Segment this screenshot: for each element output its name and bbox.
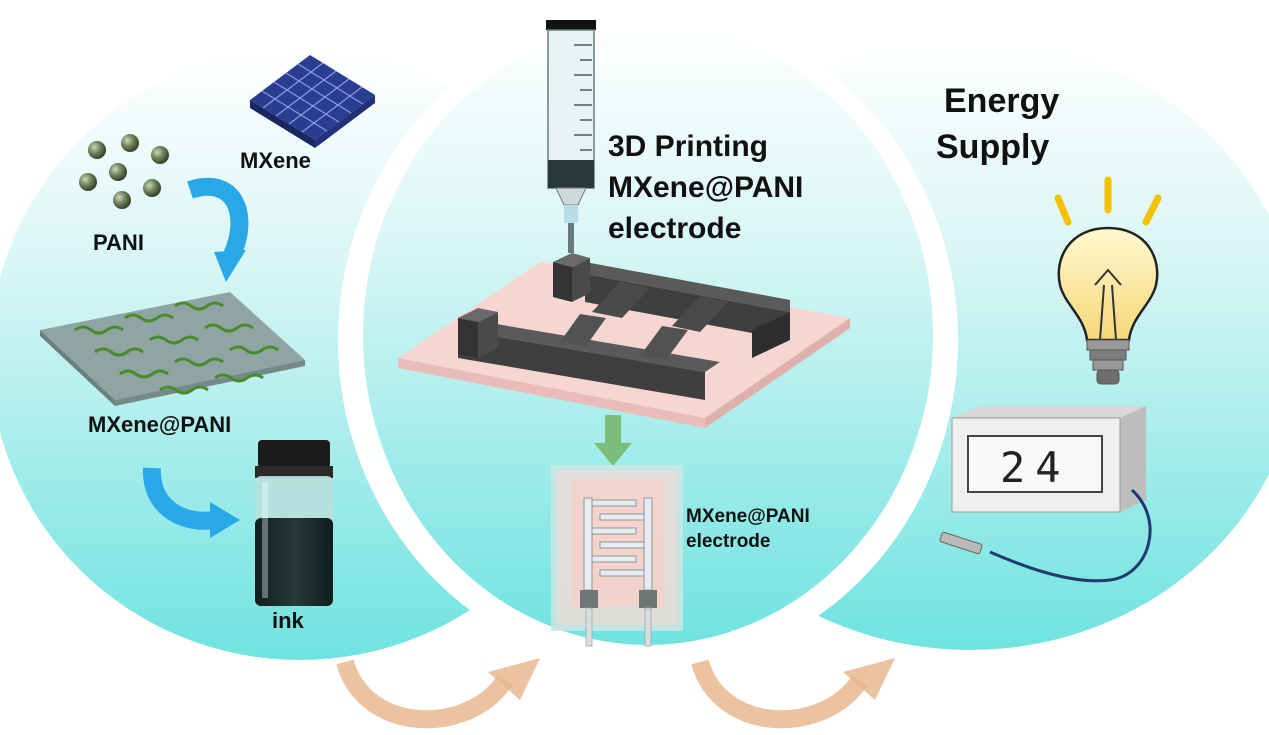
composite-sheet-icon xyxy=(40,292,305,406)
printing-panel: 3D Printing MXene@PANI electrode xyxy=(398,20,850,647)
light-bulb-icon xyxy=(1054,176,1162,385)
process-arrows xyxy=(336,658,895,729)
syringe-icon xyxy=(546,20,596,253)
mxene-label: MXene xyxy=(240,148,311,173)
pani-particle-icon xyxy=(79,134,169,209)
pani-label: PANI xyxy=(93,230,144,255)
printing-title-line2: MXene@PANI xyxy=(608,171,803,204)
finished-electrode-icon xyxy=(551,465,683,647)
display-value: 24 xyxy=(1000,443,1071,492)
synthesis-panel: MXene PANI xyxy=(40,55,375,633)
printing-title-line3: electrode xyxy=(608,212,741,245)
composite-label: MXene@PANI xyxy=(88,412,231,437)
printed-electrode xyxy=(458,253,790,400)
ink-label: ink xyxy=(272,608,305,633)
ink-arrow-icon xyxy=(142,467,240,538)
down-arrow-icon xyxy=(594,415,632,466)
sensor-probe-icon xyxy=(939,488,1152,583)
combine-arrow-icon xyxy=(187,177,249,282)
vial-icon xyxy=(255,440,333,606)
printing-title-line1: 3D Printing xyxy=(608,130,768,163)
application-panel: Energy Supply 24 xyxy=(936,82,1162,583)
application-title-line1: Energy xyxy=(944,82,1059,120)
mxene-crystal-icon xyxy=(250,55,375,148)
electrode-label-line2: electrode xyxy=(686,531,770,552)
electrode-label-line1: MXene@PANI xyxy=(686,506,810,527)
application-title-line2: Supply xyxy=(936,128,1049,166)
digital-display-icon: 24 xyxy=(951,406,1146,513)
